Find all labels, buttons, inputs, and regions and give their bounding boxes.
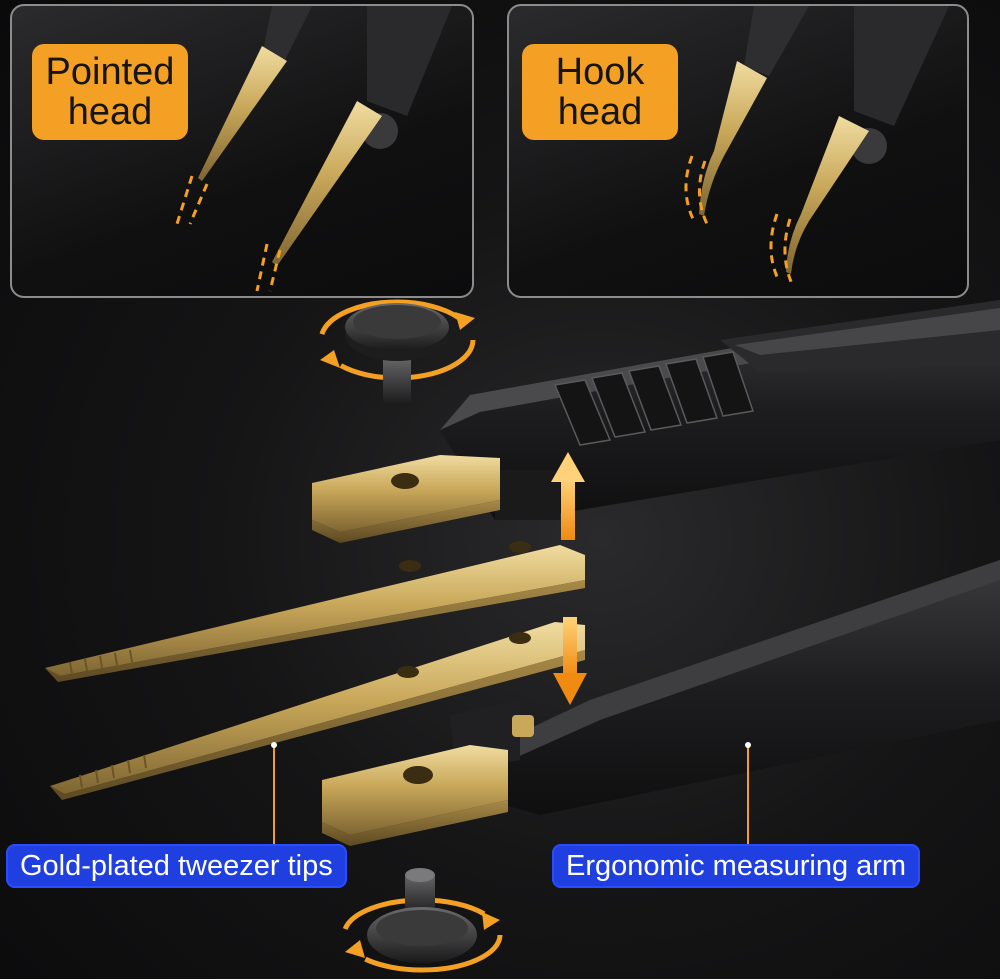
- upper-tweezer-tip: [45, 541, 585, 682]
- pointed-head-badge: Pointed head: [32, 44, 188, 140]
- hook-head-panel: Hook head: [507, 4, 969, 298]
- gold-plated-tips-label: Gold-plated tweezer tips: [6, 844, 347, 888]
- lower-arm: [450, 560, 1000, 815]
- pointed-head-panel: Pointed head: [10, 4, 474, 298]
- up-arrow-icon: [551, 452, 585, 540]
- badge-line-2: head: [557, 91, 643, 133]
- lower-tweezer-tip: [50, 622, 585, 800]
- upper-gold-plate: [312, 455, 500, 543]
- badge-line-2: head: [67, 91, 153, 133]
- ergonomic-arm-label: Ergonomic measuring arm: [552, 844, 921, 888]
- hook-head-badge: Hook head: [522, 44, 678, 140]
- pointed-tip-illustration: [175, 6, 452, 292]
- top-adjustment-knob: [318, 299, 476, 405]
- lower-gold-plate: [322, 745, 508, 846]
- bottom-adjustment-knob: [341, 868, 503, 973]
- badge-line-1: Pointed: [45, 51, 175, 93]
- upper-arm: [440, 300, 1000, 520]
- hook-tip-illustration: [684, 6, 949, 285]
- badge-line-1: Hook: [555, 51, 645, 93]
- down-arrow-icon: [553, 617, 587, 705]
